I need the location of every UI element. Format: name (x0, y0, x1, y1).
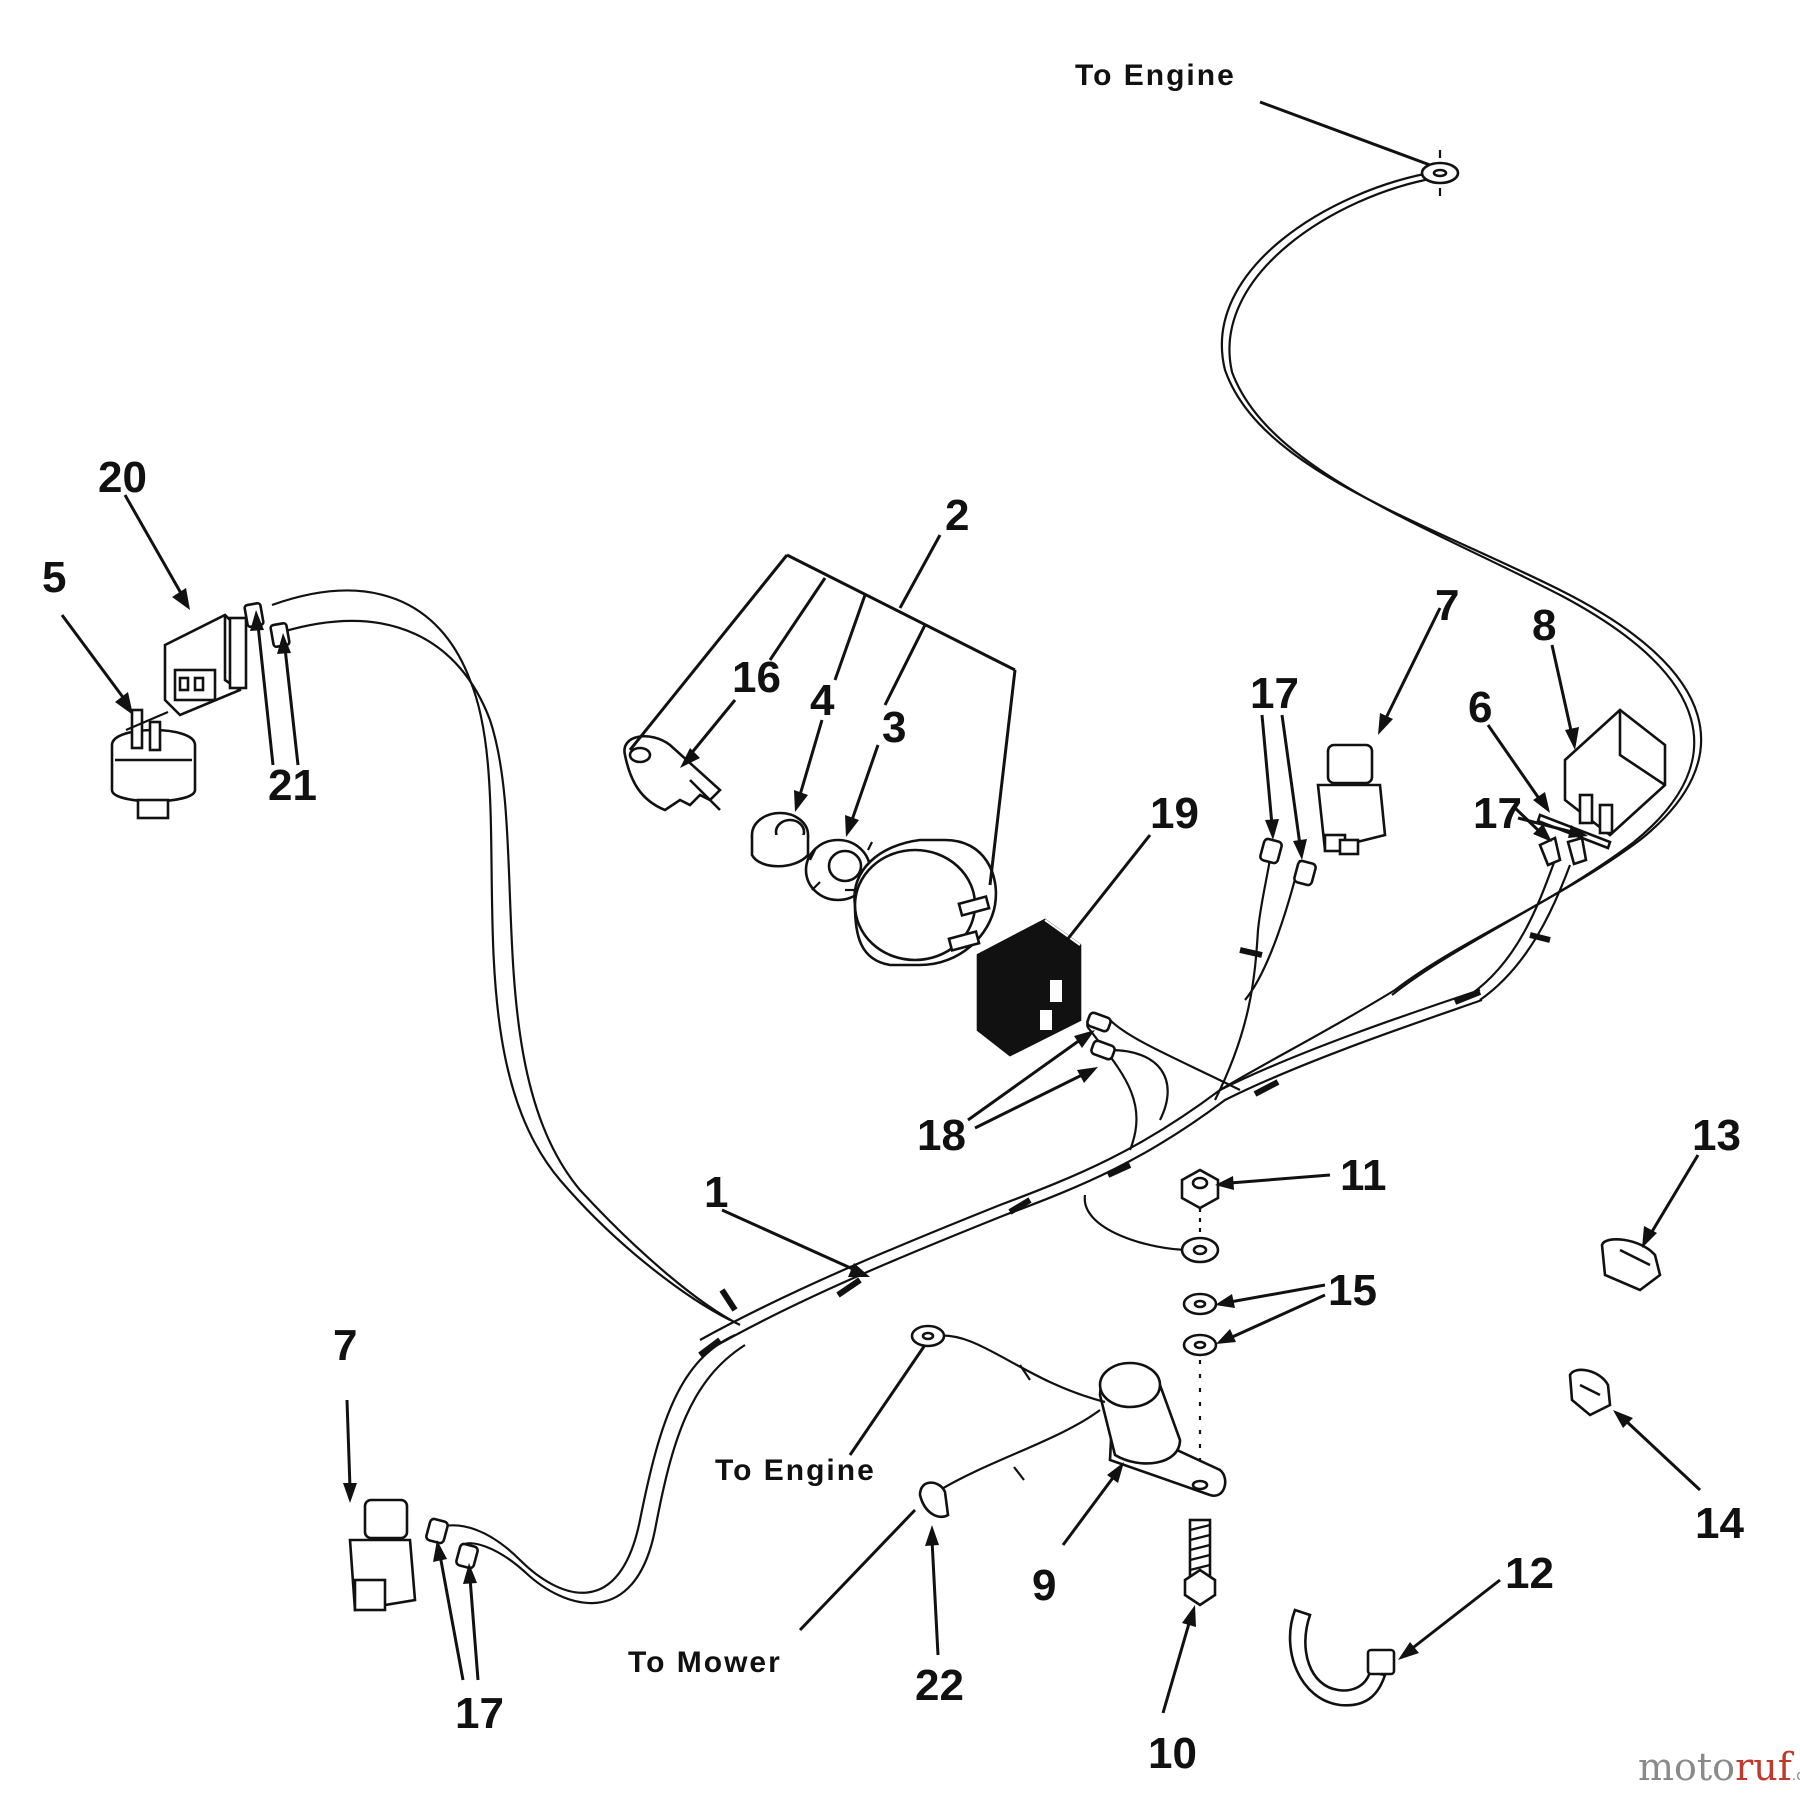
part-4-nut-icon (750, 811, 810, 868)
captions: To Engine To Engine To Mower (628, 59, 1236, 1679)
callout-15: 15 (1328, 1266, 1377, 1315)
part-7-lower-switch-icon (348, 1498, 417, 1612)
callout-6: 6 (1468, 683, 1492, 732)
caption-to-engine-mid: To Engine (715, 1454, 876, 1487)
leader-lines (60, 100, 1702, 1714)
caption-to-mower: To Mower (628, 1646, 782, 1679)
part-9-capacitor-icon (1098, 1361, 1227, 1497)
part-20-connector-icon (163, 613, 248, 717)
svg-text:motoruf.de: motoruf.de (1638, 1745, 1800, 1789)
callout-5: 5 (42, 553, 66, 602)
callout-1: 1 (704, 1168, 728, 1217)
part-7-upper-switch-icon (1316, 743, 1387, 856)
callout-17-upper: 17 (1250, 669, 1299, 718)
callout-22: 22 (915, 1661, 964, 1710)
part-14-clip-icon (1568, 1368, 1612, 1417)
callout-16: 16 (732, 653, 781, 702)
part-13-clip-icon (1600, 1238, 1662, 1292)
callout-7-lower: 7 (333, 1321, 357, 1370)
part-3-lockwasher-icon (804, 838, 873, 902)
callout-8: 8 (1532, 601, 1556, 650)
part-22-connector-icon (918, 1481, 950, 1519)
part-11-nut-icon (1180, 1168, 1220, 1210)
part-8-plug-icon (1563, 708, 1667, 837)
part-18-terminal-icon (1086, 1011, 1116, 1061)
caption-to-engine-top: To Engine (1075, 59, 1236, 92)
callout-9: 9 (1032, 1561, 1056, 1610)
wiring-harness (271, 150, 1703, 1605)
callout-4: 4 (810, 676, 835, 725)
callout-labels: 1 2 3 4 5 6 7 7 8 9 10 11 12 13 14 15 16… (42, 453, 1744, 1778)
part-17-right-terminal-icon (1538, 836, 1588, 867)
branch-to-connector-20 (271, 589, 731, 1321)
callout-19: 19 (1150, 789, 1199, 838)
ring-terminal-icon (1180, 1236, 1220, 1264)
watermark-part1: moto (1638, 1745, 1735, 1789)
callout-17-lower: 17 (455, 1689, 504, 1738)
main-harness-trunk (699, 988, 1481, 1341)
watermark-logo: motoruf.de (1638, 1745, 1800, 1789)
part-12-tie-strap-icon (1288, 1608, 1396, 1707)
callout-13: 13 (1692, 1111, 1741, 1160)
callout-3: 3 (882, 703, 906, 752)
part-5-switch-icon (110, 708, 197, 820)
branch-to-lower-switch (436, 1333, 736, 1594)
part-17-terminal-icon (1259, 837, 1317, 887)
callout-18: 18 (917, 1111, 966, 1160)
callout-10: 10 (1148, 1729, 1197, 1778)
part-15-washer-icon (1182, 1292, 1218, 1357)
part-10-bolt-icon (1183, 1518, 1217, 1607)
callout-20: 20 (98, 453, 147, 502)
part-17-lower-terminal-icon (425, 1517, 479, 1570)
branch-to-terminal-18 (1086, 1018, 1138, 1151)
watermark-part2: ruf (1735, 1745, 1795, 1789)
callout-14: 14 (1695, 1499, 1744, 1548)
callout-11: 11 (1340, 1151, 1387, 1200)
callout-12: 12 (1505, 1549, 1554, 1598)
part-16-key-icon (623, 735, 722, 812)
engine-ground-wire (1219, 170, 1703, 1091)
callout-2: 2 (945, 491, 969, 540)
callout-7-upper: 7 (1435, 581, 1459, 630)
watermark-part3: .de (1792, 1768, 1800, 1784)
part-19-block-icon (976, 918, 1082, 1057)
ignition-switch-icon (845, 838, 998, 967)
callout-17-right: 17 (1473, 789, 1522, 838)
callout-21: 21 (268, 761, 317, 810)
